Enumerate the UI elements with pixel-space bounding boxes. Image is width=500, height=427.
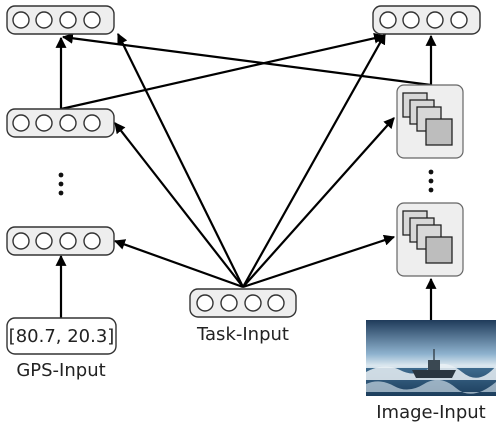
edge-task-to-right-bottom-conv: [242, 234, 396, 289]
neuron: [402, 11, 420, 29]
left-ellipsis: [58, 172, 64, 196]
edge-task-to-right-top: [242, 33, 386, 288]
neuron: [12, 232, 30, 250]
edge-right-conv-to-left-top: [61, 32, 432, 87]
neuron: [12, 114, 30, 132]
neuron: [83, 232, 101, 250]
left-middle-layer: [6, 108, 115, 138]
gps-input-node: [80.7, 20.3]: [6, 317, 117, 355]
right-top-conv-block: [396, 84, 464, 159]
neuron: [59, 11, 77, 29]
task-input-label: Task-Input: [196, 324, 289, 345]
neuron: [35, 114, 53, 132]
right-top-layer: [372, 5, 481, 35]
feature-maps-icon: [402, 92, 453, 146]
neuron: [196, 294, 214, 312]
edge-task-to-left-bottom: [113, 239, 244, 289]
edge-task-to-right-top-conv: [242, 117, 395, 288]
image-input-photo: [366, 320, 496, 396]
neuron: [59, 114, 77, 132]
neuron: [12, 11, 30, 29]
left-top-layer: [6, 5, 115, 35]
neuron: [35, 11, 53, 29]
neuron: [244, 294, 262, 312]
image-input-label: Image-Input: [376, 402, 485, 423]
gps-value-text: [80.7, 20.3]: [9, 326, 115, 347]
neuron: [267, 294, 285, 312]
neuron: [220, 294, 238, 312]
feature-maps-icon: [402, 210, 453, 264]
right-ellipsis: [428, 169, 434, 193]
edge-task-to-left-top: [117, 33, 244, 288]
gps-input-label: GPS-Input: [16, 360, 105, 381]
right-bottom-conv-block: [396, 202, 464, 277]
neuron: [83, 11, 101, 29]
edge-task-to-left-middle: [114, 122, 244, 288]
neuron: [83, 114, 101, 132]
neuron: [379, 11, 397, 29]
edges: [55, 32, 437, 320]
neuron: [35, 232, 53, 250]
task-input-layer: [189, 288, 297, 318]
neuron: [426, 11, 444, 29]
neuron: [450, 11, 468, 29]
neuron: [59, 232, 77, 250]
edge-left-middle-to-right-top: [60, 32, 386, 111]
left-bottom-layer: [6, 226, 115, 256]
